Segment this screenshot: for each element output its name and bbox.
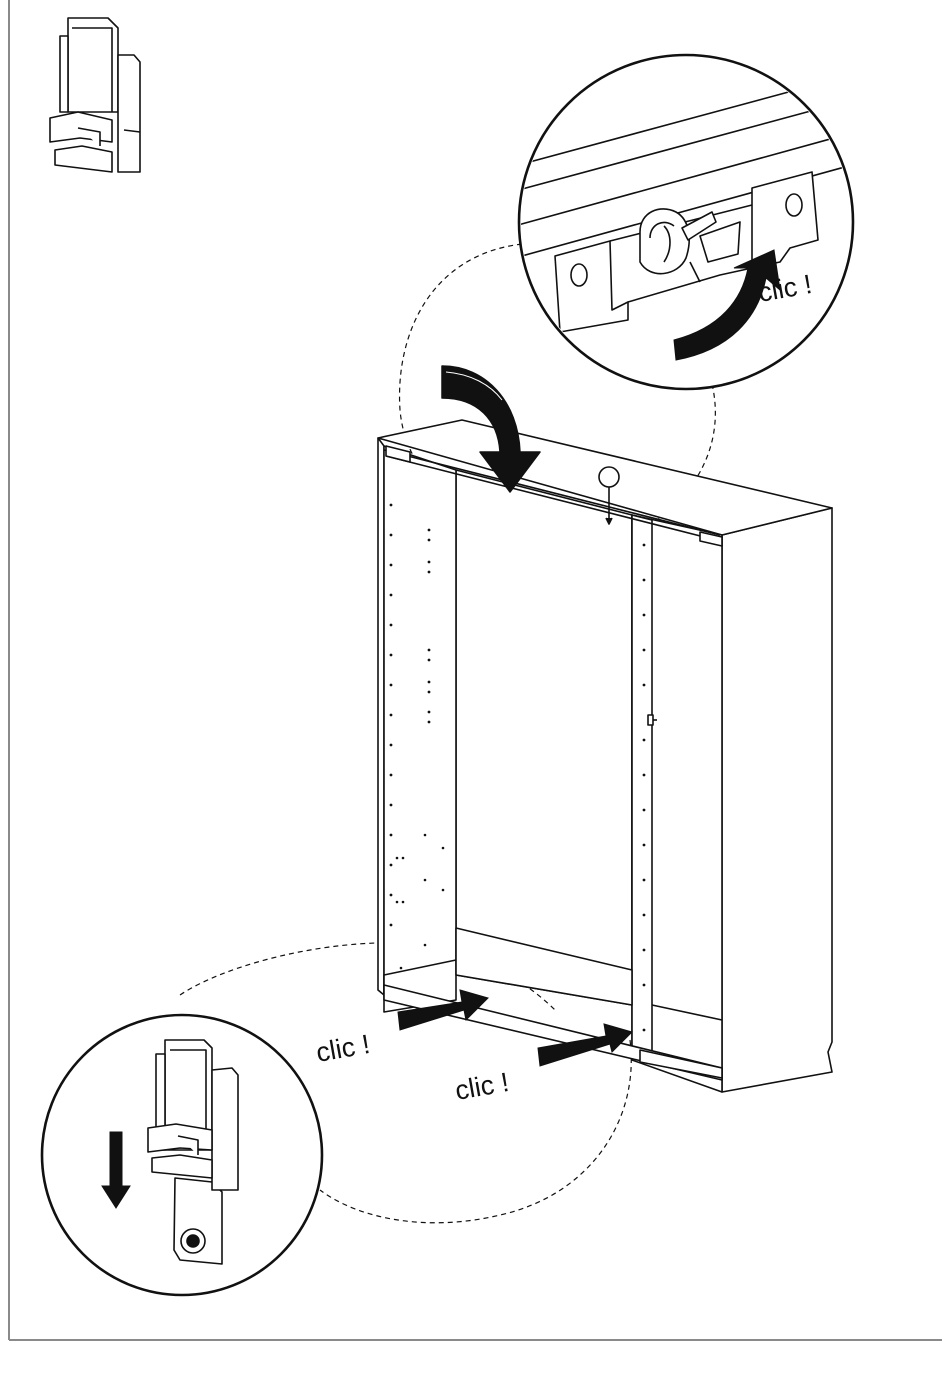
- bottom-right-click-label: clic !: [453, 1067, 511, 1106]
- top-zoom-callout: [500, 55, 870, 389]
- bottom-zoom-callout: [42, 1015, 322, 1295]
- wardrobe: [378, 420, 832, 1092]
- runner-clip-icon: [50, 18, 140, 172]
- bottom-left-click-label: clic !: [314, 1029, 372, 1068]
